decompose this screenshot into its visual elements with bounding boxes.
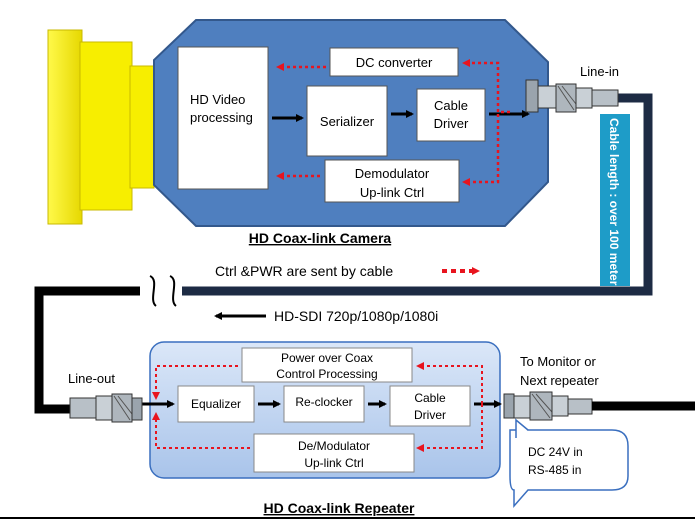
line-in-connector-icon bbox=[525, 79, 619, 113]
repeater-demod-loop-left bbox=[152, 412, 250, 449]
line-out-label: Line-out bbox=[68, 371, 115, 386]
to-monitor-label-1: To Monitor or bbox=[520, 354, 597, 369]
line-in-to-demod-red-arrow bbox=[462, 114, 500, 186]
cable-length-label: Cable length : over 100 meter bbox=[607, 118, 621, 286]
line-out-connector-icon bbox=[69, 393, 143, 423]
hd-video-label-2: processing bbox=[190, 110, 253, 125]
cable-break-icon bbox=[118, 275, 188, 307]
ctrl-pwr-label: Ctrl &PWR are sent by cable bbox=[215, 263, 393, 279]
reclocker-label: Re-clocker bbox=[295, 395, 352, 409]
power-over-coax-label-1: Power over Coax bbox=[281, 351, 373, 365]
repeater-title: HD Coax-link Repeater bbox=[264, 500, 415, 516]
repeater-demod-label-1: De/Modulator bbox=[298, 439, 370, 453]
coax-cable-upper bbox=[188, 93, 653, 296]
dc-label-1: DC 24V in bbox=[528, 445, 583, 459]
camera-cable-driver-label-2: Driver bbox=[434, 116, 469, 131]
dc-callout-pointer bbox=[515, 418, 529, 438]
camera-cable-driver-label-1: Cable bbox=[434, 98, 468, 113]
camera-title: HD Coax-link Camera bbox=[249, 230, 392, 246]
power-over-coax-label-2: Control Processing bbox=[276, 367, 377, 381]
dc-converter-label: DC converter bbox=[356, 55, 433, 70]
cable-length-label-box bbox=[600, 114, 630, 286]
repeater-power-loop-left bbox=[152, 365, 238, 400]
demodulator-block bbox=[324, 159, 460, 203]
demodulator-label-2: Up-link Ctrl bbox=[360, 185, 424, 200]
to-monitor-label-2: Next repeater bbox=[520, 373, 599, 388]
coax-cable-lower bbox=[34, 286, 176, 414]
power-over-coax-block bbox=[241, 347, 413, 383]
repeater-cable-driver-block bbox=[389, 385, 471, 427]
dc-converter-block bbox=[329, 47, 459, 77]
line-in-label: Line-in bbox=[580, 64, 619, 79]
repeater-cable-driver-label-1: Cable bbox=[414, 391, 446, 405]
sdi-label: HD-SDI 720p/1080p/1080i bbox=[274, 308, 438, 324]
camera-cable-driver-block bbox=[416, 88, 486, 142]
repeater-demod-label-2: Up-link Ctrl bbox=[304, 456, 363, 470]
dc-label-2: RS-485 in bbox=[528, 463, 581, 477]
dc-callout bbox=[509, 429, 629, 508]
equalizer-block bbox=[177, 385, 255, 423]
repeater-cable-driver-label-2: Driver bbox=[414, 408, 446, 422]
output-connector-icon bbox=[503, 391, 593, 421]
repeater-demod-loop-right bbox=[416, 404, 483, 452]
repeater-power-loop-right bbox=[416, 362, 483, 404]
equalizer-label: Equalizer bbox=[191, 397, 241, 411]
reclocker-block bbox=[283, 385, 365, 423]
line-in-to-dc-red-arrow bbox=[462, 59, 510, 114]
hd-video-label-1: HD Video bbox=[190, 92, 245, 107]
repeater-demod-block bbox=[253, 433, 415, 473]
serializer-label: Serializer bbox=[320, 114, 375, 129]
demodulator-label-1: Demodulator bbox=[355, 166, 430, 181]
hd-video-processing-block bbox=[177, 46, 269, 190]
serializer-block bbox=[306, 85, 388, 157]
camera-lens-icon bbox=[47, 29, 155, 225]
